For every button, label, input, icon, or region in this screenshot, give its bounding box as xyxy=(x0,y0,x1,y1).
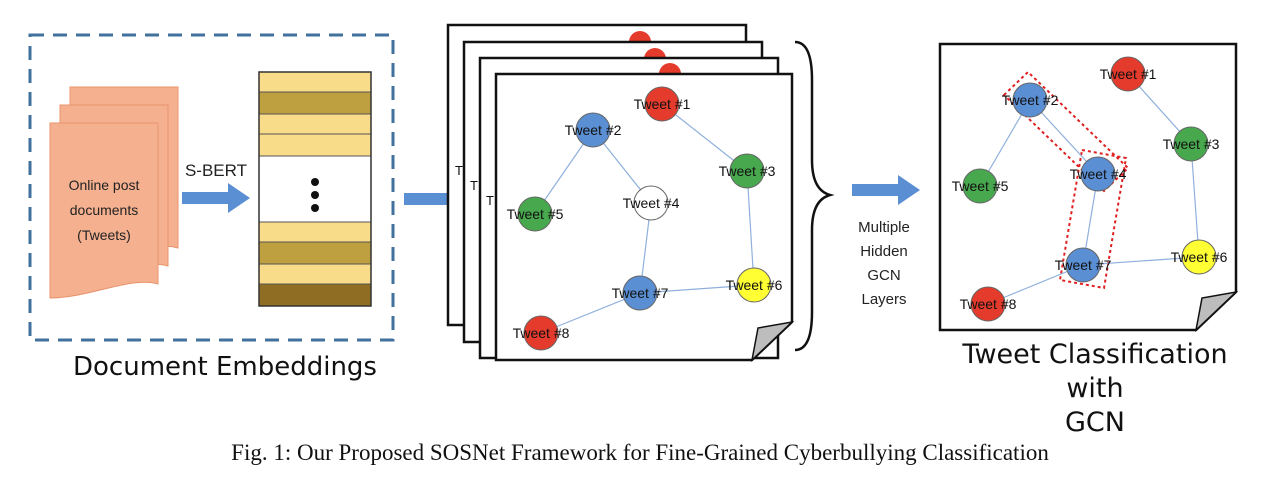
sbert-arrow xyxy=(182,183,250,213)
graph-node-label: Tweet #4 xyxy=(623,195,680,211)
embedding-band xyxy=(258,263,372,285)
graph-node-label: Tweet #6 xyxy=(726,277,783,293)
document-page-front xyxy=(49,122,159,299)
graph-node xyxy=(633,185,669,221)
classified-tweet-graph: Tweet #1 Tweet #2 Tweet #3 Tweet #4 Tweet #5… xyxy=(952,56,1228,322)
page-curl xyxy=(750,320,795,363)
embedding-band xyxy=(258,113,372,135)
back-page-label: T xyxy=(455,163,463,178)
back-page-label: T xyxy=(486,193,494,208)
graph-node-label: Tweet #3 xyxy=(719,163,776,179)
graph-edge xyxy=(639,284,755,294)
graph-node xyxy=(517,196,553,232)
graph-node xyxy=(736,267,772,303)
page-curl xyxy=(1194,290,1239,333)
ellipsis-dot xyxy=(311,204,319,212)
bullying-highlight-region xyxy=(1058,148,1128,290)
graph-edge xyxy=(540,292,641,334)
classification-page: Tweet #1 Tweet #2 Tweet #3 Tweet #4 Tweet #5… xyxy=(938,42,1239,333)
embedding-vector xyxy=(258,71,372,307)
tweet-graph: Tweet #1 Tweet #2 Tweet #3 Tweet #4 Tweet #5… xyxy=(507,86,783,351)
document-text-line-1: Online post xyxy=(69,177,140,193)
embedding-band xyxy=(258,91,372,115)
graph-node xyxy=(575,112,611,148)
graph-edge xyxy=(746,170,755,286)
ellipsis-dots xyxy=(311,178,319,212)
graph-node-label: Tweet #8 xyxy=(513,325,570,341)
embedding-band xyxy=(258,155,372,223)
graph-edge xyxy=(1082,256,1200,266)
document-text-line-2: documents xyxy=(70,202,138,218)
embedding-band xyxy=(258,221,372,243)
graph-node-label: Tweet #4 xyxy=(1070,166,1127,182)
embedding-vector-border xyxy=(258,71,372,307)
graph-edge xyxy=(1190,143,1200,258)
embedding-band xyxy=(258,133,372,157)
graph-node xyxy=(729,153,765,189)
back-page-label: T xyxy=(470,178,478,193)
ellipsis-dot xyxy=(311,178,319,186)
embedding-band xyxy=(258,71,372,93)
graph-node-label: Tweet #5 xyxy=(507,206,564,222)
graph-node xyxy=(523,315,559,351)
graph-node xyxy=(970,286,1006,322)
document-embeddings-box xyxy=(28,33,395,342)
graph-node-label: Tweet #1 xyxy=(634,96,691,112)
graph-node xyxy=(622,275,658,311)
graph-node xyxy=(1173,126,1209,162)
graph-node xyxy=(1080,156,1116,192)
graph-node xyxy=(1065,247,1101,283)
ellipsis-dot xyxy=(311,191,319,199)
graph-node-label: Tweet #2 xyxy=(565,122,622,138)
embedding-band xyxy=(258,283,372,307)
classification-arrow xyxy=(852,175,920,205)
graph-node xyxy=(1012,82,1048,118)
graph-node-label: Tweet #6 xyxy=(1171,249,1228,265)
graph-node-label: Tweet #7 xyxy=(612,285,669,301)
graph-node xyxy=(962,168,998,204)
graph-node-label: Tweet #2 xyxy=(1002,92,1059,108)
embedding-band xyxy=(258,241,372,265)
graph-node-label: Tweet #5 xyxy=(952,178,1009,194)
graph-node xyxy=(1110,56,1146,92)
sbert-label: S-BERT xyxy=(185,161,247,180)
classification-label-line-1: Tweet Classification with xyxy=(962,339,1228,404)
hidden-layers-label-1: Multiple xyxy=(858,219,910,236)
document-text-line-3: (Tweets) xyxy=(77,227,131,243)
graph-node-label: Tweet #8 xyxy=(960,296,1017,312)
graph-node xyxy=(644,86,680,122)
graph-node xyxy=(1181,239,1217,275)
classification-label-line-2: GCN xyxy=(1065,407,1125,438)
graph-node-label: Tweet #3 xyxy=(1163,136,1220,152)
document-embeddings-label: Document Embeddings xyxy=(73,352,377,382)
hidden-layers-label-4: Layers xyxy=(861,291,906,308)
graph-edge xyxy=(661,103,748,172)
document-stack: Online post documents (Tweets) xyxy=(49,86,179,299)
figure-caption: Fig. 1: Our Proposed SOSNet Framework fo… xyxy=(231,440,1049,465)
layers-brace xyxy=(794,40,835,352)
hidden-layers-label-3: GCN xyxy=(867,267,900,284)
hidden-layers-label-2: Hidden xyxy=(860,243,908,260)
graph-node-label: Tweet #1 xyxy=(1100,66,1157,82)
tweet-classification-label: Tweet Classification with GCN xyxy=(930,338,1260,440)
graph-node-label: Tweet #7 xyxy=(1055,257,1112,273)
